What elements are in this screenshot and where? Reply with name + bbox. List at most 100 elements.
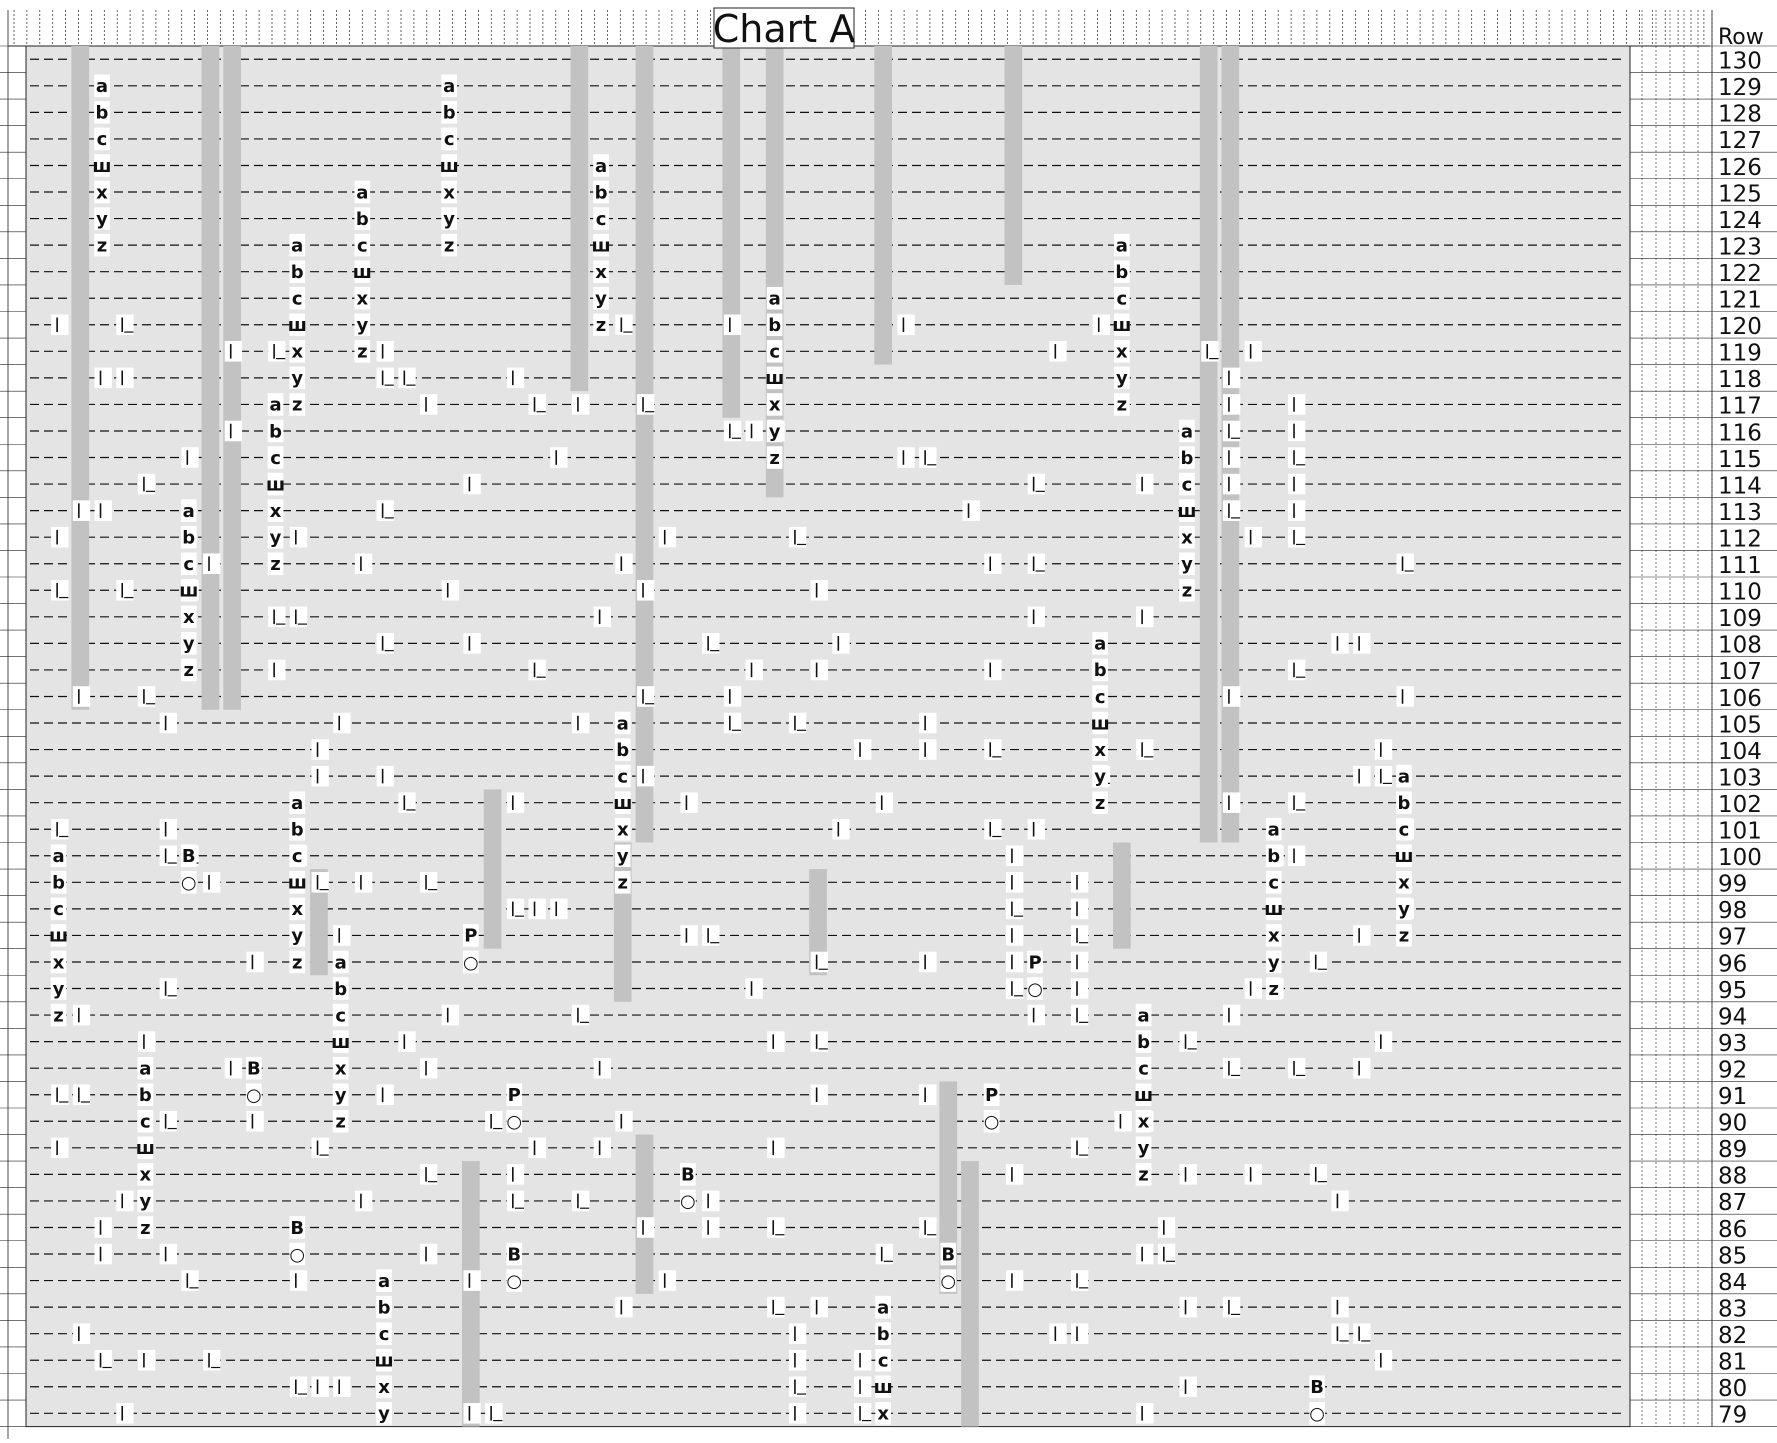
row-number: 122 [1718,261,1762,287]
stitch-box [919,713,936,734]
stitch-box [1375,739,1392,760]
cable-glyph: a [443,76,455,97]
row-number: 112 [1718,526,1762,552]
stitch-mark-glyph: ○ [506,1112,522,1133]
row-number: 79 [1718,1403,1747,1429]
cable-glyph: c [1268,873,1279,894]
stitch-box [1288,421,1305,442]
stitch-box [1028,819,1045,840]
cable-glyph: a [1094,634,1106,655]
stitch-box [811,660,828,681]
cable-glyph: ш [49,926,68,947]
cable-glyph: z [140,1218,150,1239]
no-stitch-block [1200,46,1218,843]
no-stitch-block [874,46,892,365]
stitch-box [1028,607,1045,628]
cable-glyph: y [617,846,629,867]
stitch-box [377,1084,394,1105]
stitch-box [268,660,285,681]
cable-glyph: b [877,1324,890,1345]
row-number: 114 [1718,473,1762,499]
row-number: 113 [1718,500,1762,526]
row-number: 100 [1718,845,1762,871]
stitch-mark-glyph: B [507,1244,521,1265]
cable-glyph: x [96,182,108,203]
stitch-box [1114,1111,1131,1132]
stitch-mark-glyph: B [290,1218,304,1239]
stitch-box [1049,1323,1066,1344]
cable-glyph: b [291,820,304,841]
cable-glyph: c [617,766,628,787]
stitch-box [789,1403,806,1424]
cable-glyph: b [96,103,109,124]
stitch-box [377,341,394,362]
cable-glyph: x [291,899,303,920]
cable-glyph: c [1182,474,1193,495]
stitch-box [680,925,697,946]
cable-glyph: x [769,395,781,416]
row-number: 88 [1718,1164,1747,1190]
stitch-box [550,899,567,920]
stitch-box [1397,686,1414,707]
stitch-box [1288,500,1305,521]
stitch-box [1180,1377,1197,1398]
row-number: 108 [1718,633,1762,659]
row-number: 106 [1718,686,1762,712]
stitch-box [442,580,459,601]
cable-glyph: x [1268,926,1280,947]
stitch-box [659,1270,676,1291]
chart-title: Chart A [713,7,856,51]
cable-glyph: y [96,209,108,230]
cable-glyph: z [1399,926,1409,947]
row-number: 110 [1718,580,1762,606]
no-stitch-block [636,46,654,843]
cable-glyph: z [769,448,779,469]
stitch-box [203,553,220,574]
cable-glyph: a [269,395,281,416]
row-number: 97 [1718,925,1747,951]
cable-glyph: a [769,289,781,310]
stitch-box [1331,1297,1348,1318]
stitch-box [615,1297,632,1318]
stitch-box [1223,1005,1240,1026]
stitch-box [811,1297,828,1318]
cable-glyph: ш [1264,899,1283,920]
row-number: 101 [1718,819,1762,845]
stitch-box [507,1164,524,1185]
title-block: Chart A [713,7,856,51]
cable-glyph: y [443,209,455,230]
cable-glyph: c [1117,289,1128,310]
stitch-box [767,1031,784,1052]
cable-glyph: z [1138,1165,1148,1186]
stitch-box [984,553,1001,574]
stitch-box [702,1217,719,1238]
stitch-mark-glyph: ○ [246,1085,262,1106]
cable-glyph: z [1117,395,1127,416]
stitch-box [1006,1164,1023,1185]
stitch-box [1353,1058,1370,1079]
stitch-box [919,739,936,760]
stitch-mark-glyph: ○ [181,873,197,894]
row-number: 105 [1718,712,1762,738]
stitch-box [290,527,307,548]
stitch-box [51,315,68,336]
stitch-box [832,633,849,654]
cable-glyph: x [617,820,629,841]
stitch-box [1288,846,1305,867]
stitch-box [1158,1217,1175,1238]
stitch-box [420,1058,437,1079]
stitch-box [246,952,263,973]
cable-glyph: z [184,660,194,681]
stitch-box [160,1244,177,1265]
row-number: 109 [1718,606,1762,632]
row-number: 83 [1718,1296,1747,1322]
stitch-box [333,925,350,946]
stitch-box [746,660,763,681]
row-number: 95 [1718,978,1747,1004]
cable-glyph: y [1094,766,1106,787]
stitch-box [51,527,68,548]
cable-glyph: y [183,634,195,655]
stitch-box [789,1350,806,1371]
no-stitch-block [71,46,89,710]
row-number: 96 [1718,951,1747,977]
